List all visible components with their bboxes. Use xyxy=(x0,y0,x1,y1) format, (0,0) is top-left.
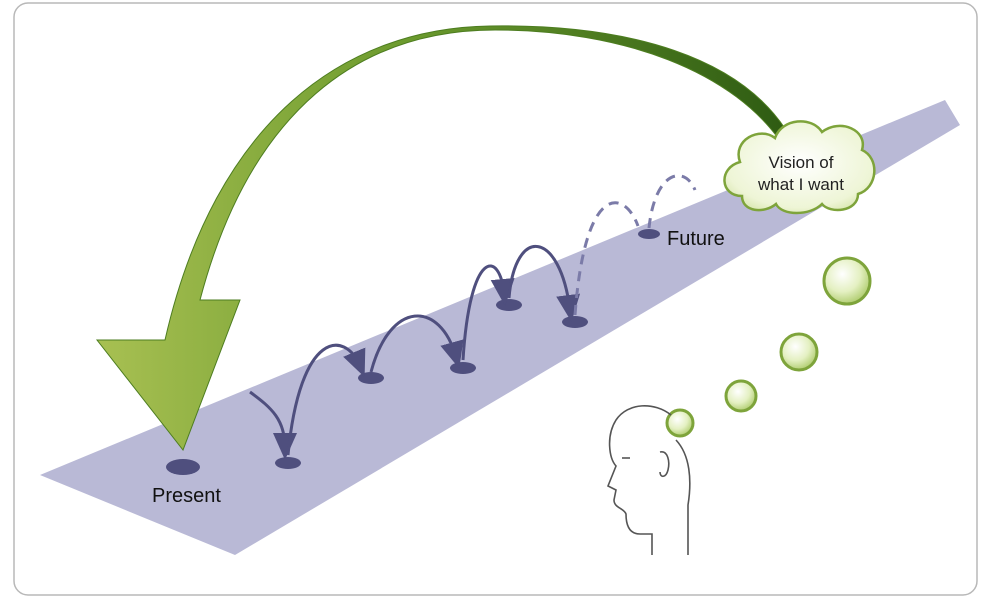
hop-arc xyxy=(507,244,581,322)
hop-arcs xyxy=(249,244,581,460)
dashed-hop-arc xyxy=(573,201,640,316)
present-stone xyxy=(166,459,200,475)
thought-bubble-icon xyxy=(822,256,872,306)
hop-arc xyxy=(369,314,464,373)
future-label: Future xyxy=(667,228,725,250)
vision-line2: what I want xyxy=(757,175,844,194)
hop-arc xyxy=(461,264,515,361)
future-stone xyxy=(638,229,660,239)
stepping-stone xyxy=(496,299,522,311)
timeline-path xyxy=(40,100,960,555)
dashed-hop-arc xyxy=(647,174,697,229)
thought-bubble-icon xyxy=(779,332,819,372)
stepping-stone xyxy=(275,457,301,469)
present-label: Present xyxy=(152,485,221,507)
thought-bubbles xyxy=(665,256,872,438)
hop-arc xyxy=(286,343,366,456)
stepping-stone xyxy=(450,362,476,374)
stepping-stone xyxy=(358,372,384,384)
thought-bubble-icon xyxy=(724,379,758,413)
thought-bubble-icon xyxy=(665,408,695,438)
future-hops xyxy=(573,174,697,316)
stepping-stone xyxy=(562,316,588,328)
vision-line1: Vision of xyxy=(769,153,834,172)
vision-arrow xyxy=(95,25,793,452)
vision-cloud: Vision of what I want xyxy=(723,120,876,215)
head-profile-icon xyxy=(606,405,691,555)
cloud-icon xyxy=(723,120,876,215)
hop-arc xyxy=(249,390,297,460)
